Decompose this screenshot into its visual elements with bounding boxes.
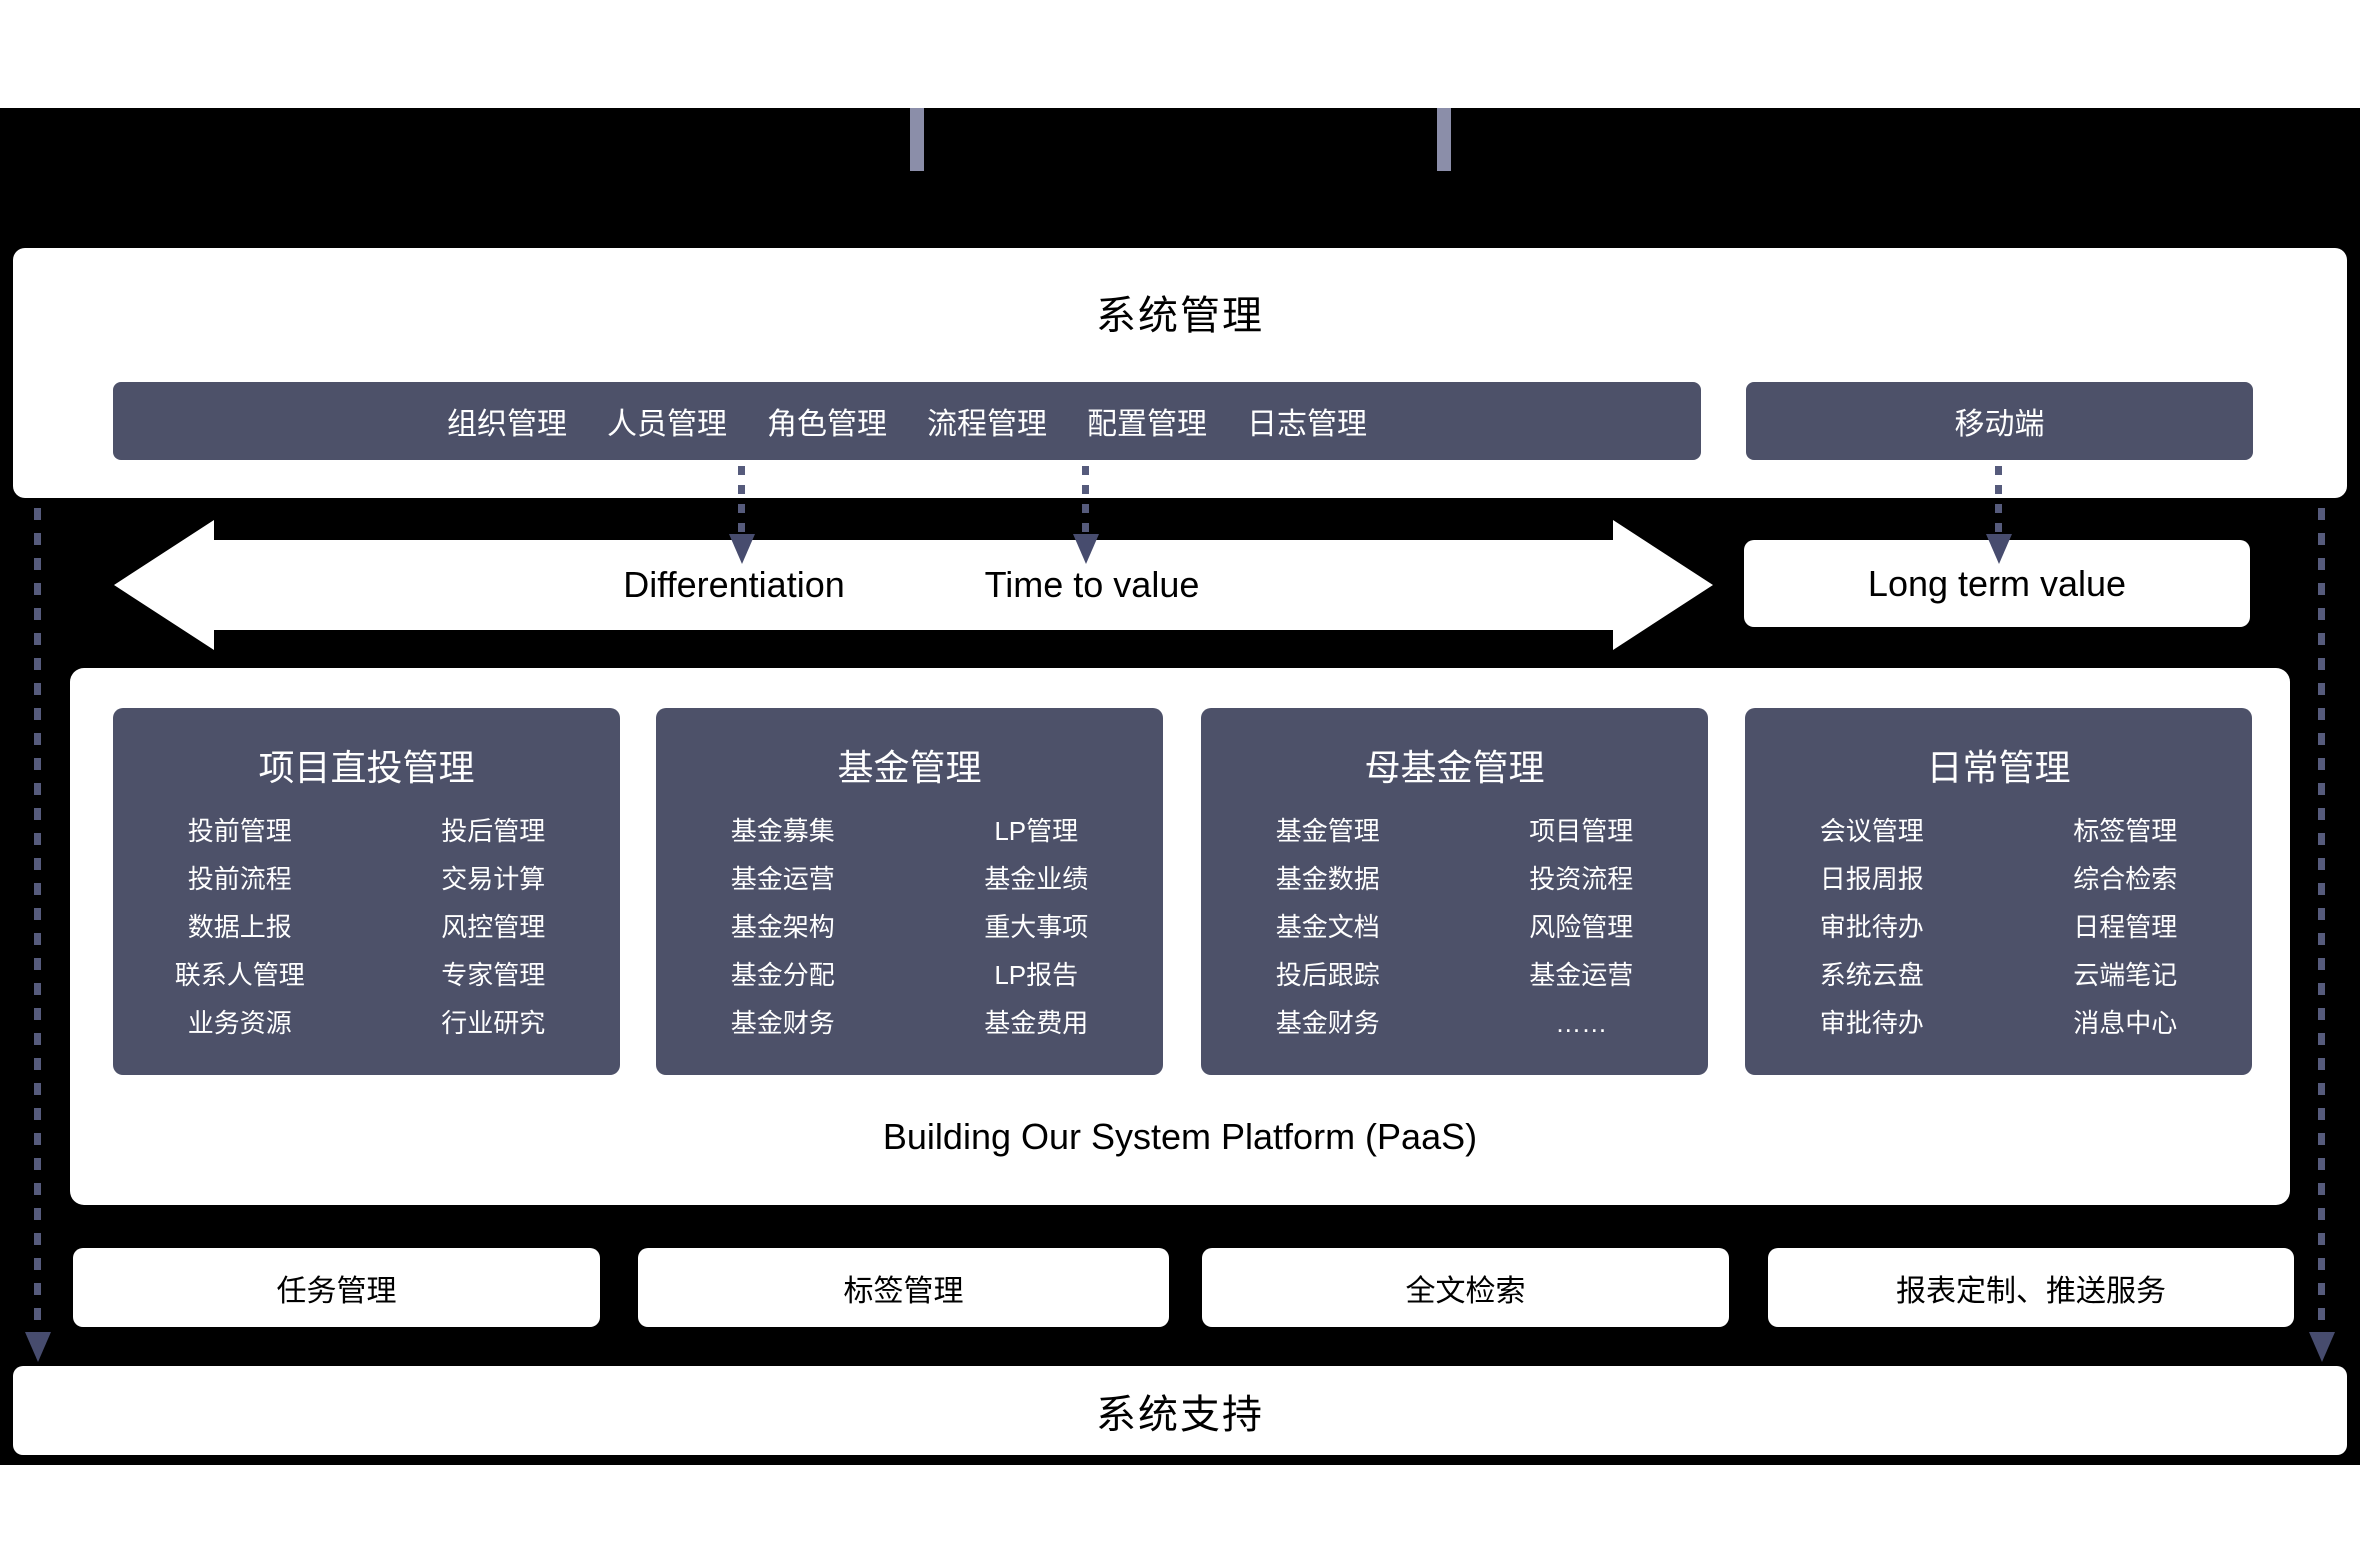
service-box-report: 报表定制、推送服务 xyxy=(1768,1248,2294,1327)
card-item: 交易计算 xyxy=(441,864,546,894)
service-box-task: 任务管理 xyxy=(73,1248,600,1327)
card-item: 基金财务 xyxy=(1275,1008,1380,1038)
card-item: LP报告 xyxy=(994,960,1079,990)
card-item: 投后跟踪 xyxy=(1275,960,1380,990)
card-item: 风险管理 xyxy=(1529,912,1634,942)
card-item: 基金文档 xyxy=(1275,912,1380,942)
card-item: 业务资源 xyxy=(187,1008,292,1038)
card-item: 投前流程 xyxy=(187,864,292,894)
system-support-label: 系统支持 xyxy=(1096,1392,1264,1437)
card-fof-management: 母基金管理 基金管理 项目管理 基金数据 投资流程 基金文档 风险管理 投后跟踪 基金运… xyxy=(1201,708,1708,1075)
card-item: 基金数据 xyxy=(1275,864,1380,894)
differentiation-label: Differentiation xyxy=(623,564,845,605)
menu-item-log: 日志管理 xyxy=(1247,408,1367,441)
card-item: 基金分配 xyxy=(730,960,835,990)
card-title: 项目直投管理 xyxy=(258,747,475,788)
value-axis-arrow: Differentiation Time to value xyxy=(114,520,1713,650)
service-box-fulltext: 全文检索 xyxy=(1202,1248,1729,1327)
card-title: 日常管理 xyxy=(1926,747,2071,788)
menu-item-role: 角色管理 xyxy=(767,408,887,441)
card-item: 消息中心 xyxy=(2073,1008,2178,1038)
card-item: 会议管理 xyxy=(1819,816,1924,846)
card-title: 母基金管理 xyxy=(1364,747,1545,788)
card-item: 投资流程 xyxy=(1529,864,1634,894)
menu-item-process: 流程管理 xyxy=(927,408,1047,441)
top-connector-left xyxy=(910,108,924,171)
dotted-connector-long-term xyxy=(1995,466,2002,534)
long-term-value-box: Long term value xyxy=(1744,540,2250,627)
card-item: 基金募集 xyxy=(730,816,835,846)
service-label: 任务管理 xyxy=(276,1274,397,1308)
card-item: 行业研究 xyxy=(441,1008,546,1038)
system-management-title: 系统管理 xyxy=(1096,294,1264,338)
service-label: 全文检索 xyxy=(1405,1274,1526,1308)
top-connector-right xyxy=(1437,108,1451,171)
paas-caption: Building Our System Platform (PaaS) xyxy=(882,1116,1478,1157)
card-item: 基金管理 xyxy=(1275,816,1380,846)
dotted-connector-differentiation xyxy=(738,466,745,534)
system-support-bar: 系统支持 xyxy=(13,1366,2347,1455)
left-dashed-connector xyxy=(34,508,41,1332)
card-item: 基金业绩 xyxy=(984,864,1089,894)
card-items: 投前管理 投后管理 投前流程 交易计算 数据上报 风控管理 联系人管理 专家管理 业务资… xyxy=(113,807,620,1047)
menu-item-personnel: 人员管理 xyxy=(607,408,727,441)
service-label: 报表定制、推送服务 xyxy=(1896,1274,2166,1308)
card-item: 投后管理 xyxy=(441,816,546,846)
service-box-tag: 标签管理 xyxy=(638,1248,1169,1327)
card-item: 日程管理 xyxy=(2073,912,2178,942)
card-item: LP管理 xyxy=(994,816,1079,846)
system-menu-bar: 组织管理 人员管理 角色管理 流程管理 配置管理 日志管理 xyxy=(113,382,1701,460)
card-item: 基金费用 xyxy=(984,1008,1089,1038)
card-items: 会议管理 标签管理 日报周报 综合检索 审批待办 日程管理 系统云盘 云端笔记 审批待办… xyxy=(1745,807,2252,1047)
card-fund-management: 基金管理 基金募集 LP管理 基金运营 基金业绩 基金架构 重大事项 基金分配 LP报告… xyxy=(656,708,1163,1075)
card-item: 基金架构 xyxy=(730,912,835,942)
card-direct-investment: 项目直投管理 投前管理 投后管理 投前流程 交易计算 数据上报 风控管理 联系人管理 专… xyxy=(113,708,620,1075)
menu-item-org: 组织管理 xyxy=(447,408,567,441)
time-to-value-label: Time to value xyxy=(984,564,1200,605)
card-item: 基金财务 xyxy=(730,1008,835,1038)
card-title: 基金管理 xyxy=(837,747,982,788)
card-item: 专家管理 xyxy=(441,960,546,990)
card-item: 系统云盘 xyxy=(1819,960,1924,990)
long-term-value-label: Long term value xyxy=(1867,562,2127,604)
mobile-label: 移动端 xyxy=(1954,408,2045,441)
card-item: 云端笔记 xyxy=(2073,960,2178,990)
dotted-connector-time-to-value xyxy=(1082,466,1089,534)
card-item: 风控管理 xyxy=(441,912,546,942)
card-item: 数据上报 xyxy=(187,912,292,942)
card-item: …… xyxy=(1555,1008,1608,1038)
mobile-panel: 移动端 xyxy=(1746,382,2253,460)
menu-item-config: 配置管理 xyxy=(1087,408,1207,441)
right-dashed-connector xyxy=(2318,508,2325,1332)
card-item: 审批待办 xyxy=(1819,912,1924,942)
card-item: 联系人管理 xyxy=(174,960,305,990)
system-management-panel: 系统管理 组织管理 人员管理 角色管理 流程管理 配置管理 日志管理 移动端 xyxy=(13,248,2347,498)
card-item: 标签管理 xyxy=(2073,816,2178,846)
card-item: 综合检索 xyxy=(2073,864,2178,894)
card-items: 基金募集 LP管理 基金运营 基金业绩 基金架构 重大事项 基金分配 LP报告 基金财务… xyxy=(656,807,1163,1047)
platform-panel: 项目直投管理 投前管理 投后管理 投前流程 交易计算 数据上报 风控管理 联系人管理 专… xyxy=(70,668,2290,1205)
card-item: 重大事项 xyxy=(984,912,1089,942)
service-label: 标签管理 xyxy=(843,1274,964,1308)
card-item: 基金运营 xyxy=(730,864,835,894)
card-item: 审批待办 xyxy=(1819,1008,1924,1038)
card-item: 投前管理 xyxy=(187,816,292,846)
card-item: 基金运营 xyxy=(1529,960,1634,990)
card-item: 项目管理 xyxy=(1529,816,1634,846)
card-items: 基金管理 项目管理 基金数据 投资流程 基金文档 风险管理 投后跟踪 基金运营 基金财务… xyxy=(1201,807,1708,1047)
card-daily-management: 日常管理 会议管理 标签管理 日报周报 综合检索 审批待办 日程管理 系统云盘 云端笔记… xyxy=(1745,708,2252,1075)
card-item: 日报周报 xyxy=(1819,864,1924,894)
